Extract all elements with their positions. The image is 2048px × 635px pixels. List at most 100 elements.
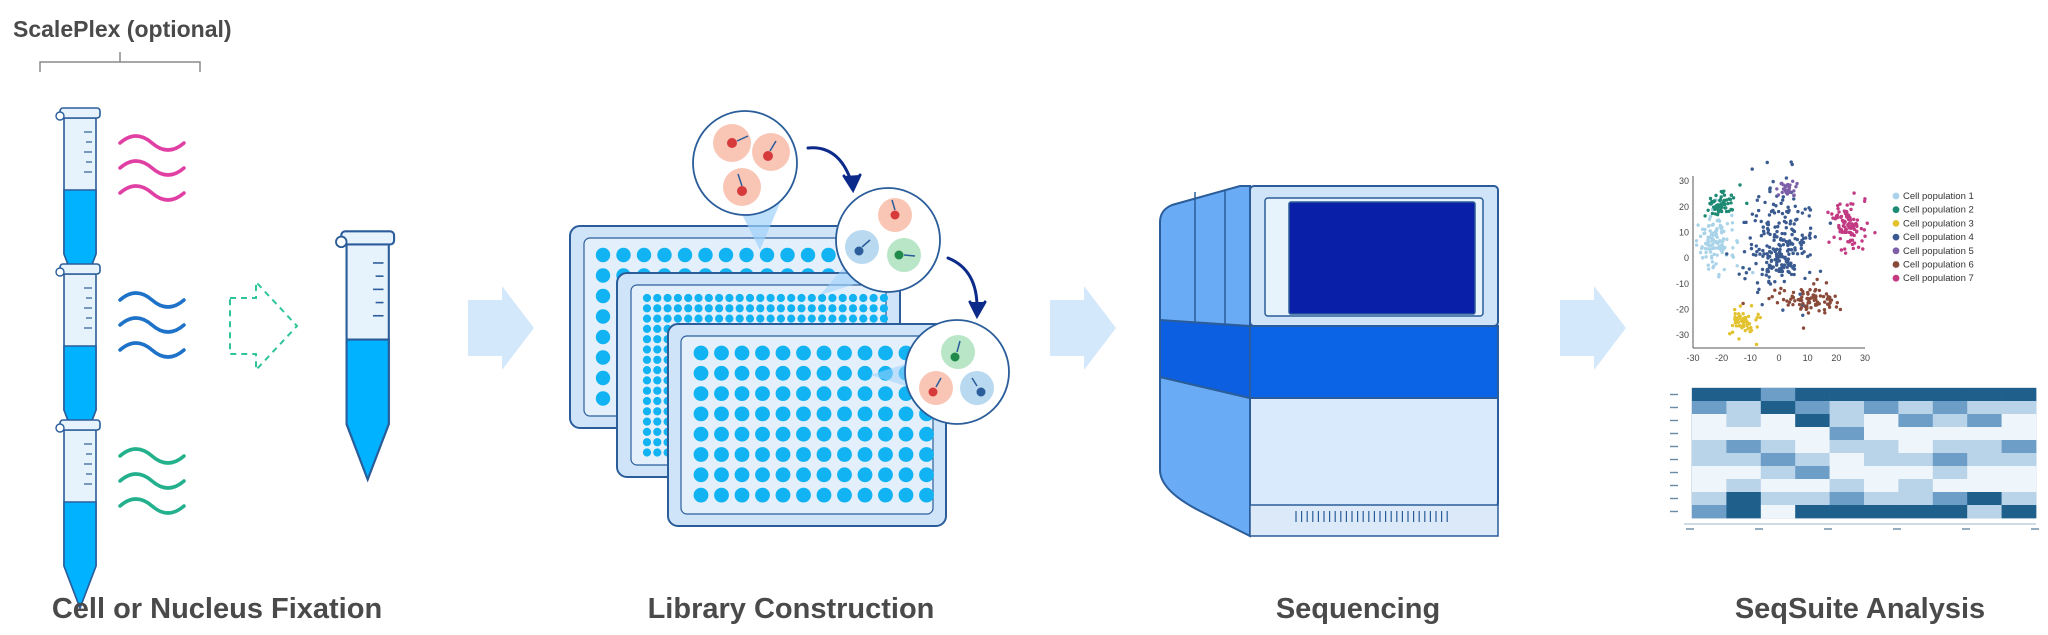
plate-well (816, 365, 832, 381)
scatter-point (1765, 260, 1769, 265)
scatter-point (1794, 185, 1798, 189)
plate-well (745, 314, 755, 323)
curved-arrow-icon (806, 146, 862, 194)
heatmap-cell (1864, 427, 1899, 441)
plate-well (919, 487, 934, 503)
scatter-point (1770, 295, 1774, 299)
plate-well (816, 386, 832, 401)
plate-well (642, 335, 652, 344)
plate-well (684, 304, 693, 313)
scatter-point (1790, 294, 1794, 298)
heatmap-cell (1795, 505, 1830, 519)
plate-well (878, 386, 893, 401)
scatter-point (1768, 189, 1772, 194)
scatter-point (1704, 250, 1708, 255)
heatmap-cell (1967, 466, 2002, 480)
scatter-point (1800, 211, 1805, 215)
scatter-point (1787, 270, 1791, 275)
scatter-point (1790, 179, 1795, 183)
heatmap-cell (2001, 505, 2037, 519)
scatter-point (1798, 292, 1802, 296)
scatter-point (1720, 247, 1724, 252)
plate-well (718, 247, 734, 263)
scatter-point (1847, 221, 1851, 225)
plate-well (879, 304, 889, 313)
scatter-point (1768, 232, 1772, 237)
scatter-point (1718, 197, 1723, 202)
scatter-point (1694, 239, 1699, 243)
scatter-point (1713, 240, 1717, 244)
scaleplex-bracket (39, 52, 201, 72)
scatter-point (1780, 211, 1785, 216)
scatter-point (1783, 184, 1788, 188)
plate-well (734, 487, 750, 503)
plate-well (878, 487, 893, 503)
heatmap-cell (1967, 414, 2002, 428)
scatter-point (1807, 214, 1811, 218)
scatter-point (1828, 301, 1832, 305)
scatter-point (1729, 193, 1734, 197)
plate-well (653, 345, 662, 354)
scatter-point (1755, 325, 1759, 329)
heatmap-cell (1795, 440, 1830, 454)
scatter-point (1751, 252, 1756, 257)
plate-well (735, 293, 744, 303)
plate-well (797, 304, 806, 313)
scatter-point (1834, 305, 1839, 309)
plate-well (663, 314, 672, 323)
scatter-point (1737, 312, 1741, 316)
scatter-point (1735, 264, 1739, 268)
scaleplex-label: ScalePlex (optional) (13, 16, 232, 42)
scatter-point (1779, 252, 1784, 257)
plate-well (642, 345, 652, 354)
scatter-point (1852, 191, 1856, 195)
plate-well (745, 293, 755, 303)
plate-well (898, 447, 914, 462)
plate-well (755, 467, 770, 483)
scatter-point (1842, 230, 1847, 235)
scatter-point (1841, 219, 1845, 224)
y-tick-label: 30 (1679, 176, 1689, 186)
scatter-point (1806, 292, 1810, 296)
plate-well (735, 304, 744, 313)
plate-well (818, 293, 827, 303)
scatter-point (1714, 262, 1718, 266)
scatter-point (1803, 207, 1807, 211)
heatmap-cell (1692, 427, 1727, 441)
scatter-point (1777, 221, 1781, 225)
scatter-point (1745, 321, 1750, 326)
heatmap-cell (1795, 479, 1830, 493)
scatter-point (1708, 229, 1712, 233)
plate-well (653, 366, 662, 375)
scatter-point (1728, 197, 1733, 202)
scatter-point (1776, 193, 1781, 197)
plate-well (837, 345, 852, 361)
scatter-point (1851, 246, 1855, 251)
legend-swatch (1892, 247, 1900, 255)
heatmap-cell (1795, 414, 1830, 428)
scatter-point (1799, 305, 1804, 310)
expression-heatmap (1670, 387, 2039, 530)
scatter-point (1773, 288, 1777, 292)
plate-well (653, 324, 662, 333)
scatter-point (1771, 179, 1775, 184)
scatter-point (1838, 202, 1842, 206)
scatter-point (1720, 250, 1724, 255)
scatter-point (1758, 252, 1762, 256)
plate-well (739, 247, 754, 263)
scatter-point (1801, 301, 1805, 306)
plate-well (755, 426, 770, 442)
plate-well (878, 345, 893, 361)
heatmap-cell (1795, 466, 1830, 480)
legend-swatch (1892, 274, 1900, 282)
scatter-point (1823, 311, 1827, 315)
scatter-point (1781, 308, 1785, 312)
scatter-point (1780, 263, 1784, 267)
plate-well (816, 406, 832, 422)
heatmap-cell (1829, 440, 1865, 454)
heatmap-cell (1967, 388, 2002, 402)
scatter-point (1767, 266, 1772, 270)
plate-well (807, 314, 816, 323)
scatter-point (1784, 225, 1788, 230)
legend-label: Cell population 5 (1903, 246, 1974, 257)
